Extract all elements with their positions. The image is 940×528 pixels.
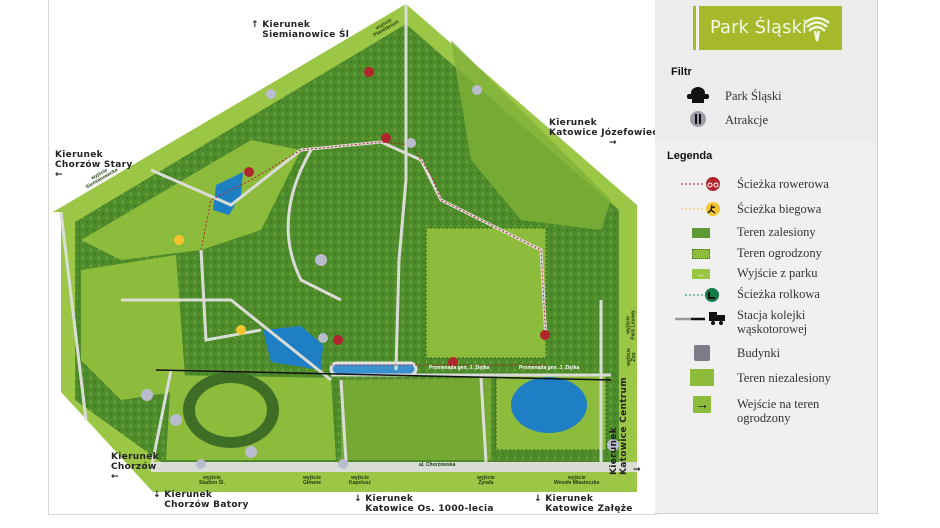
legend-bike-path: Ścieżka rowerowa: [655, 174, 877, 194]
parking-marker-icon: [315, 254, 327, 266]
parking-marker-icon: [245, 446, 257, 458]
map-markers[interactable]: [141, 67, 619, 469]
exit-glowne[interactable]: wyjście Główne: [303, 475, 322, 486]
bike-path-icon: [681, 177, 720, 191]
legend-forest: Teren zalesiony: [655, 224, 877, 244]
direction-chorzow-batory: ↓ Kierunek Chorzów Batory: [153, 490, 249, 510]
side-panel: Park Śląski Filtr Park Śląski Atrakcje L…: [655, 0, 878, 514]
park-building-icon: [687, 87, 709, 103]
bike-marker-icon: [448, 357, 458, 367]
fenced-area-icon: [692, 249, 710, 259]
map-graphic[interactable]: [49, 0, 657, 514]
bus-stop-icon: [472, 85, 482, 95]
street-label: al. Chorzowska: [419, 462, 456, 468]
zoo-area: [425, 227, 547, 359]
legend-open-area: Teren niezalesiony: [655, 368, 877, 388]
tree-logo-icon: [804, 16, 830, 42]
open-area: [81, 255, 186, 400]
lake: [213, 172, 243, 215]
legend-train-station: Stacja kolejki wąskotorowej: [655, 308, 877, 340]
exit-kapelusz[interactable]: wyjście Kapelusz: [349, 475, 371, 486]
park-exit-icon: ←: [692, 269, 710, 279]
open-area-icon: [690, 369, 714, 386]
direction-zaleze: ↓ Kierunek Katowice Załęże: [534, 494, 633, 514]
restaurant-marker-icon: [406, 138, 416, 148]
restaurant-marker-icon: [318, 333, 328, 343]
bike-marker-icon: [540, 330, 550, 340]
direction-jozefowiec: Kierunek Katowice Józefowiec→: [549, 118, 659, 148]
buildings-icon: [694, 345, 710, 361]
street-label: Promenada gen. J. Ziętka: [429, 365, 490, 371]
parking-marker-icon: [607, 439, 619, 451]
running-path-icon: [681, 202, 720, 216]
logo-text: Park Śląski: [710, 17, 807, 38]
bike-marker-icon: [381, 133, 391, 143]
bike-marker-icon: [244, 167, 254, 177]
train-station-icon: [675, 312, 725, 325]
direction-1000-lecia: ↓ Kierunek Katowice Os. 1000-lecia: [354, 494, 494, 514]
restaurant-icon: [690, 111, 706, 127]
legend-fenced-entrance: → Wejście na teren ogrodzony: [693, 396, 820, 425]
filter-atrakcje[interactable]: Atrakcje: [655, 110, 877, 130]
legend-running-path: Ścieżka biegowa: [655, 199, 877, 219]
bus-stop-icon: [266, 89, 276, 99]
legend-skating-path: Ścieżka rolkowa: [655, 285, 877, 305]
exit-wesole-miasteczko[interactable]: wyjście Wesołe Miasteczko: [554, 475, 600, 486]
direction-siemianowice: ↑ Kierunek Siemianowice Śl: [251, 20, 350, 40]
railway: [155, 369, 612, 381]
exit-zyrafa[interactable]: wyjście Żyrafa: [477, 475, 495, 486]
road-chorzowska: [151, 462, 637, 472]
exit-zoo[interactable]: wyjście Zoo: [625, 348, 637, 366]
filter-title: Filtr: [671, 66, 692, 78]
street-label: Promenada gen. J. Ziętka: [519, 365, 580, 371]
open-area: [451, 40, 611, 230]
running-marker-icon: [236, 325, 246, 335]
park-slaski-logo: Park Śląski: [693, 6, 842, 50]
forest-area-icon: [692, 228, 710, 238]
direction-chorzow-stary: Kierunek Chorzów Stary←: [55, 150, 133, 180]
running-marker-icon: [174, 235, 184, 245]
skating-path-icon: [685, 288, 719, 302]
bike-marker-icon: [333, 335, 343, 345]
bus-stop-icon: [196, 459, 206, 469]
open-area: [341, 378, 491, 460]
fenced-entrance-icon: →: [693, 396, 711, 413]
parking-marker-icon: [170, 414, 182, 426]
direction-katowice-centrum: Kierunek Katowice Centrum: [609, 377, 629, 475]
bus-stop-icon: [338, 459, 348, 469]
legend-buildings: Budynki: [655, 344, 877, 364]
exit-park-linowy[interactable]: wyjście Park Linowy: [625, 310, 637, 340]
direction-katowice-centrum-arrow: →: [633, 465, 641, 475]
bike-path: [200, 141, 547, 366]
legend-fenced: Teren ogrodzony: [655, 245, 877, 265]
legend-exit: ← Wyjście z parku: [655, 265, 877, 285]
direction-chorzow: Kierunek Chorzów←: [111, 452, 159, 482]
lake: [511, 377, 587, 433]
park-map[interactable]: ↑ Kierunek Siemianowice Śl Kierunek Kato…: [48, 0, 659, 515]
exit-stadion[interactable]: wyjście Stadion Śl.: [199, 475, 225, 486]
filter-park-slaski[interactable]: Park Śląski: [655, 86, 877, 106]
parking-marker-icon: [141, 389, 153, 401]
legend-title: Legenda: [667, 150, 713, 162]
bike-marker-icon: [364, 67, 374, 77]
